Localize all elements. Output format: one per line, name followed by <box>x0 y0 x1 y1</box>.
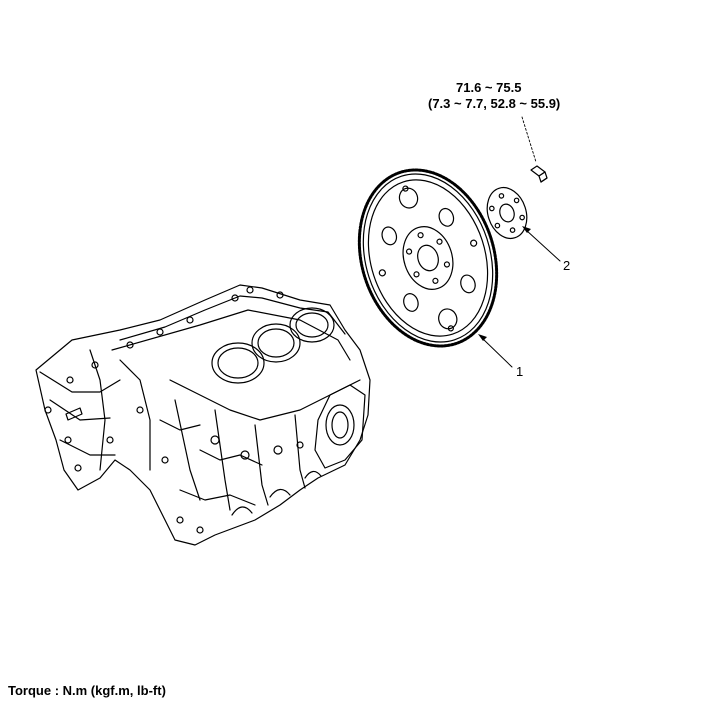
flywheel-bolt <box>530 165 548 183</box>
callout-2-leader <box>522 226 561 262</box>
torque-units-legend: Torque : N.m (kgf.m, lb-ft) <box>8 683 166 698</box>
torque-spec-value: 71.6 ~ 75.5 <box>456 80 522 95</box>
engine-block <box>35 284 371 546</box>
drive-plate <box>357 168 499 348</box>
adapter-plate <box>486 186 528 240</box>
torque-spec-alt-units: (7.3 ~ 7.7, 52.8 ~ 55.9) <box>428 96 561 111</box>
callout-2-label: 2 <box>563 258 571 273</box>
torque-leader-line <box>521 116 537 163</box>
callout-1-label: 1 <box>516 364 524 379</box>
callout-1-leader <box>478 334 513 368</box>
